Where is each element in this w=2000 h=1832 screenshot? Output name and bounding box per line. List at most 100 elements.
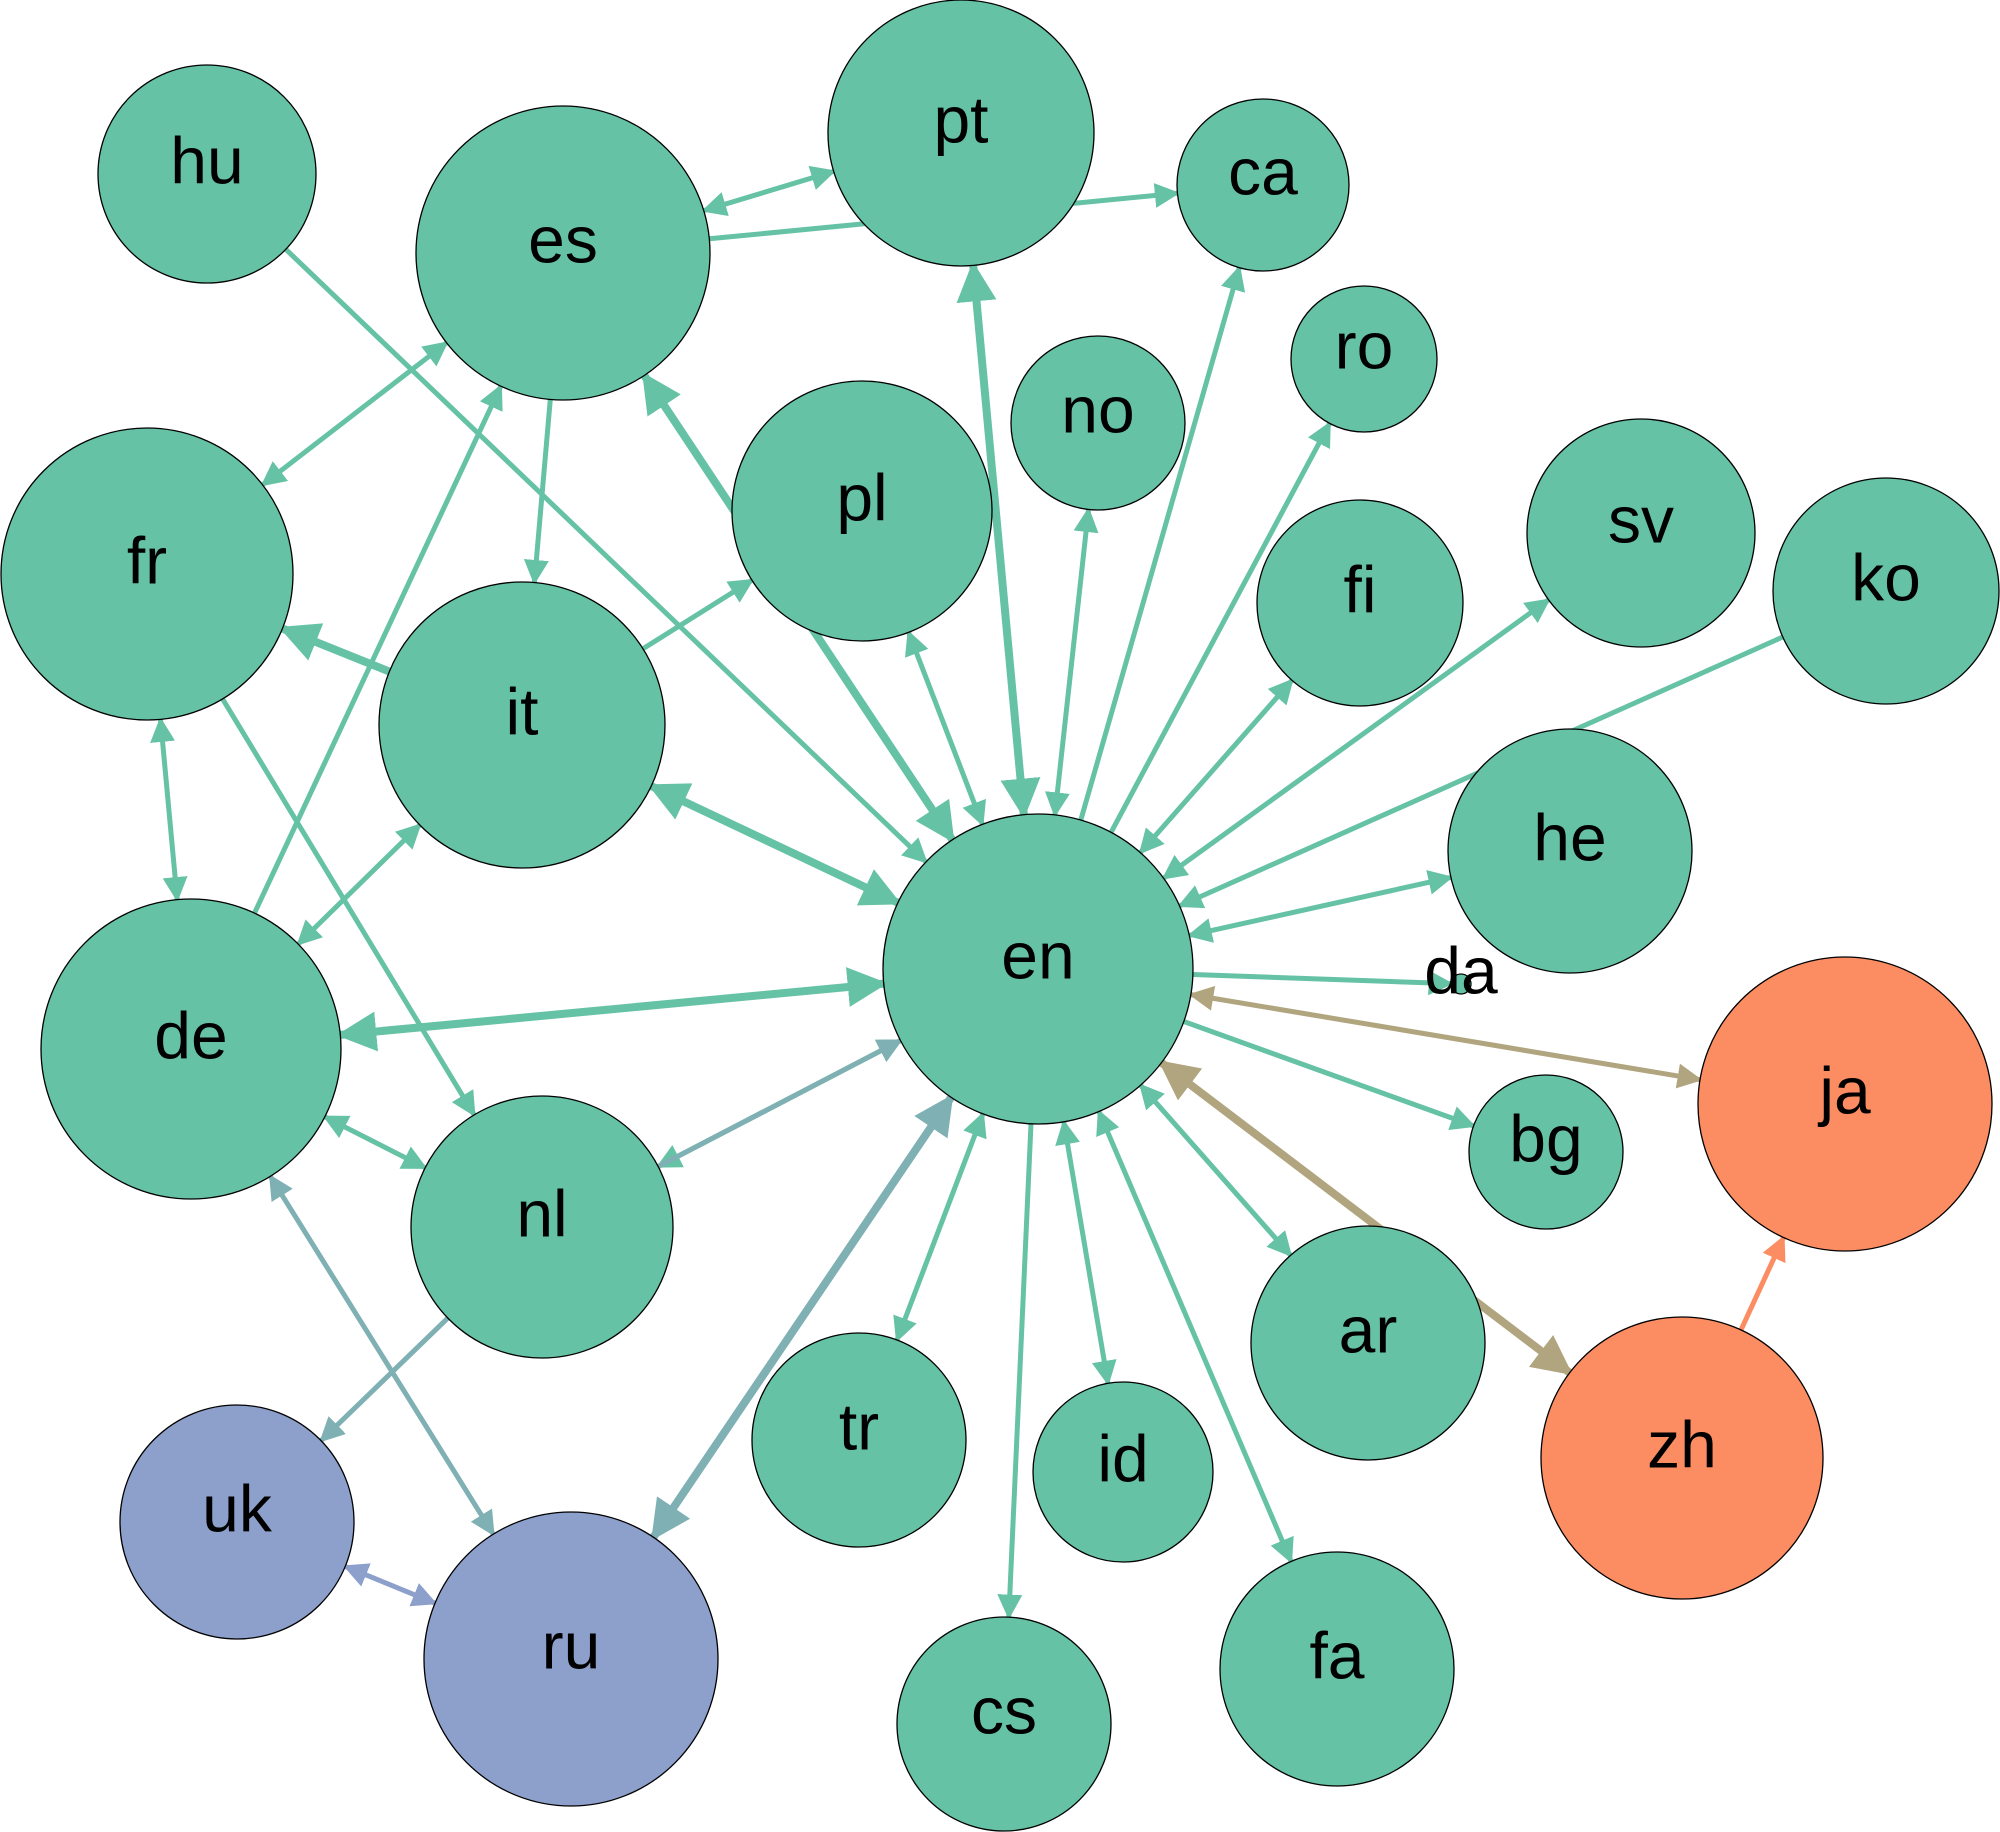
edge-es-fr: [260, 340, 450, 488]
node-pt[interactable]: pt: [827, 0, 1095, 267]
node-label-sv: sv: [1608, 482, 1674, 556]
node-label-no: no: [1061, 372, 1134, 446]
node-circle-bg: [1468, 1074, 1624, 1230]
node-da[interactable]: da: [1424, 933, 1498, 1007]
edge-it-fr: [278, 623, 394, 676]
node-ko[interactable]: ko: [1772, 477, 2000, 705]
node-label-ko: ko: [1851, 540, 1921, 614]
node-circle-hu: [97, 64, 317, 284]
node-id[interactable]: id: [1032, 1381, 1214, 1563]
node-circle-ko: [1772, 477, 2000, 705]
node-uk[interactable]: uk: [119, 1404, 355, 1640]
node-es[interactable]: es: [415, 105, 711, 401]
edge-pl-en: [905, 629, 986, 827]
edge-nl-uk: [318, 1315, 451, 1444]
edge-en-da: [1190, 970, 1454, 996]
edge-en-de: [336, 967, 888, 1052]
node-circle-ru: [423, 1511, 719, 1807]
node-label-pl: pl: [836, 460, 887, 534]
node-zh[interactable]: zh: [1540, 1316, 1824, 1600]
node-circle-ro: [1290, 285, 1438, 433]
node-circle-tr: [751, 1332, 967, 1548]
node-circle-ja: [1697, 956, 1993, 1252]
node-label-fi: fi: [1344, 552, 1377, 626]
node-it[interactable]: it: [378, 581, 666, 869]
node-circle-pl: [731, 380, 993, 642]
edge-fr-de: [150, 716, 188, 903]
node-he[interactable]: he: [1447, 728, 1693, 974]
node-label-ro: ro: [1335, 308, 1394, 382]
node-label-tr: tr: [839, 1389, 879, 1463]
node-cs[interactable]: cs: [896, 1616, 1112, 1832]
edge-uk-ru: [342, 1563, 438, 1607]
node-no[interactable]: no: [1010, 335, 1186, 511]
node-fr[interactable]: fr: [0, 427, 294, 721]
node-ro[interactable]: ro: [1290, 285, 1438, 433]
node-label-hu: hu: [170, 123, 243, 197]
node-label-de: de: [154, 998, 227, 1072]
node-label-id: id: [1097, 1421, 1148, 1495]
edge-de-it: [295, 822, 423, 947]
node-ru[interactable]: ru: [423, 1511, 719, 1807]
node-circle-cs: [896, 1616, 1112, 1832]
edge-en-cs: [997, 1121, 1034, 1620]
node-circle-fa: [1219, 1551, 1455, 1787]
edge-en-no: [1044, 507, 1099, 818]
node-circle-sv: [1526, 418, 1756, 648]
edge-en-ca: [1078, 265, 1246, 823]
edge-en-fi: [1137, 677, 1295, 856]
node-label-ca: ca: [1228, 134, 1298, 208]
node-sv[interactable]: sv: [1526, 418, 1756, 648]
edge-zh-ja: [1738, 1235, 1786, 1333]
edge-en-fa: [1096, 1109, 1294, 1564]
node-label-bg: bg: [1509, 1101, 1582, 1175]
node-fa[interactable]: fa: [1219, 1551, 1455, 1787]
node-label-da: da: [1424, 933, 1498, 1007]
node-circle-nl: [410, 1095, 674, 1359]
node-en[interactable]: en: [882, 813, 1194, 1125]
node-label-nl: nl: [516, 1176, 567, 1250]
edge-it-pl: [640, 577, 755, 652]
node-circle-fr: [0, 427, 294, 721]
node-tr[interactable]: tr: [751, 1332, 967, 1548]
node-ja[interactable]: ja: [1697, 956, 1993, 1252]
node-hu[interactable]: hu: [97, 64, 317, 284]
node-fi[interactable]: fi: [1256, 499, 1464, 707]
node-label-es: es: [528, 202, 598, 276]
edge-it-en: [647, 782, 902, 907]
node-label-cs: cs: [971, 1673, 1037, 1747]
edge-en-ar: [1138, 1082, 1294, 1258]
node-de[interactable]: de: [40, 898, 342, 1200]
edge-en-ja: [1188, 985, 1703, 1089]
edge-en-sv: [1161, 597, 1552, 881]
node-circle-it: [378, 581, 666, 869]
node-label-fr: fr: [127, 523, 167, 597]
node-circle-no: [1010, 335, 1186, 511]
node-ca[interactable]: ca: [1176, 98, 1350, 272]
edge-nl-en: [655, 1038, 903, 1169]
edge-pt-en: [956, 261, 1041, 819]
edge-de-ru: [267, 1173, 496, 1537]
edge-en-he: [1186, 870, 1454, 943]
node-circle-de: [40, 898, 342, 1200]
node-circle-id: [1032, 1381, 1214, 1563]
node-bg[interactable]: bg: [1468, 1074, 1624, 1230]
node-label-ar: ar: [1339, 1292, 1398, 1366]
node-ar[interactable]: ar: [1250, 1225, 1486, 1461]
node-pl[interactable]: pl: [731, 380, 993, 642]
node-nl[interactable]: nl: [410, 1095, 674, 1359]
node-label-en: en: [1001, 918, 1074, 992]
edge-es-pt: [701, 165, 837, 217]
node-circle-fi: [1256, 499, 1464, 707]
node-circle-he: [1447, 728, 1693, 974]
edge-en-ru: [649, 1093, 956, 1542]
node-circle-zh: [1540, 1316, 1824, 1600]
edge-de-nl: [322, 1114, 428, 1171]
edge-de-es: [252, 383, 504, 916]
edge-en-id: [1055, 1119, 1117, 1386]
node-label-uk: uk: [202, 1471, 273, 1545]
node-label-fa: fa: [1309, 1618, 1364, 1692]
node-label-ru: ru: [542, 1608, 601, 1682]
